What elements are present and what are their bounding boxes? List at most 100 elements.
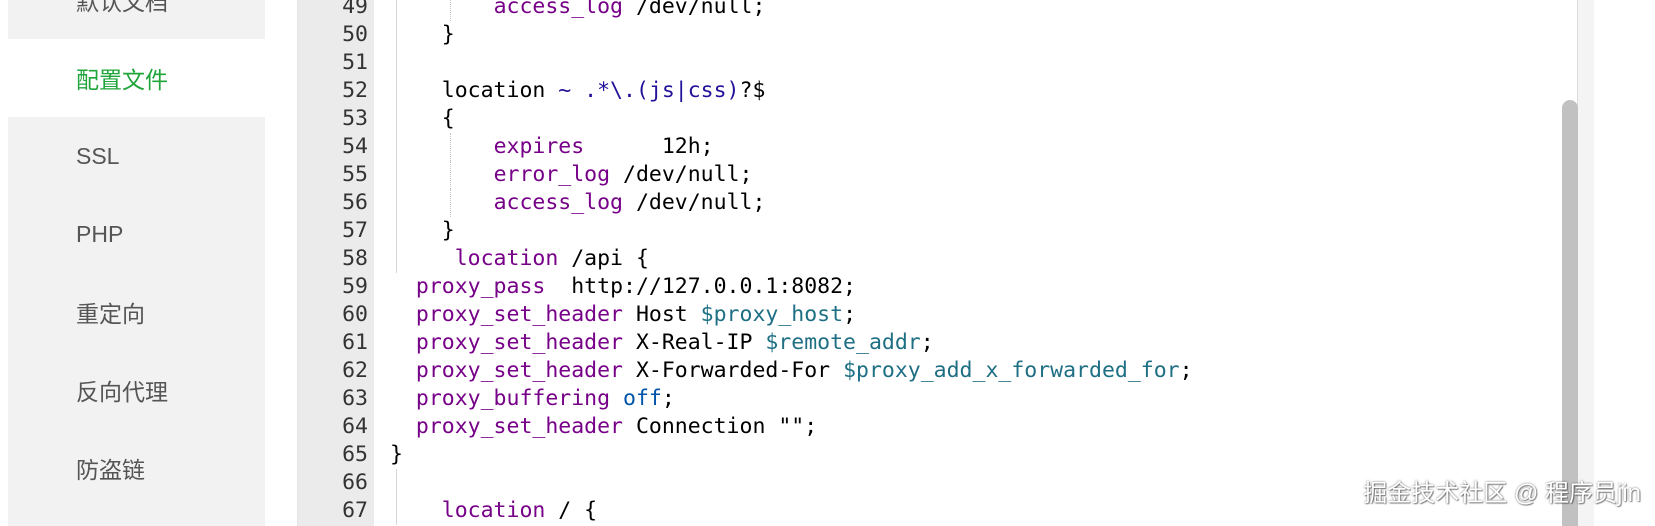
code-text: location /api { (390, 245, 649, 273)
code-line[interactable]: 64 proxy_set_header Connection ""; (298, 413, 1568, 441)
code-text: } (390, 21, 455, 49)
editor-scrollbar-thumb[interactable] (1562, 100, 1578, 526)
sidebar-item-label: 重定向 (76, 301, 145, 327)
indent-guide (396, 133, 397, 161)
code-token: Connection ""; (623, 414, 818, 439)
indent-guide (450, 0, 451, 21)
code-token: 12h; (584, 134, 714, 159)
code-token: $proxy_add_x_forwarded_for (843, 358, 1180, 383)
code-text: error_log /dev/null; (390, 161, 753, 189)
sidebar-item-label: 配置文件 (76, 67, 168, 93)
code-token: } (441, 218, 455, 243)
code-token: / { (545, 498, 598, 523)
indent-guide (396, 21, 397, 49)
line-number: 67 (342, 498, 368, 523)
code-line[interactable]: 50 } (298, 21, 1568, 49)
indent-guide (450, 161, 451, 189)
code-line[interactable]: 59 proxy_pass http://127.0.0.1:8082; (298, 273, 1568, 301)
code-line[interactable]: 56 access_log /dev/null; (298, 189, 1568, 217)
sidebar-item-label: SSL (76, 142, 120, 169)
code-token (610, 386, 623, 411)
code-line[interactable]: 55 error_log /dev/null; (298, 161, 1568, 189)
sidebar-item-redirect[interactable]: 重定向 (8, 273, 265, 351)
line-number: 53 (342, 106, 368, 131)
indent-guide (450, 189, 451, 217)
code-line[interactable]: 52 location ~ .*\.(js|css)?$ (298, 77, 1568, 105)
code-line[interactable]: 53 { (298, 105, 1568, 133)
sidebar-item-hotlink-protection[interactable]: 防盗链 (8, 429, 265, 507)
line-number: 50 (342, 22, 368, 47)
code-token: } (390, 442, 403, 467)
sidebar-item-ssl[interactable]: SSL (8, 117, 265, 195)
config-code-editor[interactable]: 49 access_log /dev/null;50 }51 52 locati… (297, 0, 1576, 526)
indent-guide (396, 217, 397, 245)
line-number: 55 (342, 162, 368, 187)
code-token: location (441, 78, 559, 103)
line-number: 56 (342, 190, 368, 215)
sidebar-item-label: 防盗链 (76, 457, 145, 483)
sidebar-item-php[interactable]: PHP (8, 195, 265, 273)
line-number: 51 (342, 50, 368, 75)
code-text: expires 12h; (390, 133, 714, 161)
code-token: ~ .*\.(js|css) (558, 78, 740, 103)
code-line[interactable]: 58 location /api { (298, 245, 1568, 273)
code-token: $remote_addr (765, 330, 921, 355)
code-token: error_log (493, 162, 611, 187)
line-number-gutter (298, 0, 374, 526)
code-line[interactable]: 65} (298, 441, 1568, 469)
code-line[interactable]: 61 proxy_set_header X-Real-IP $remote_ad… (298, 329, 1568, 357)
code-text: access_log /dev/null; (390, 0, 766, 21)
sidebar-item-reverse-proxy[interactable]: 反向代理 (8, 351, 265, 429)
code-token: ; (661, 386, 675, 411)
indent-guide (450, 133, 451, 161)
line-number: 61 (342, 330, 368, 355)
code-line[interactable]: 60 proxy_set_header Host $proxy_host; (298, 301, 1568, 329)
code-token: proxy_set_header (390, 330, 623, 355)
code-text: } (390, 441, 403, 469)
code-line[interactable]: 49 access_log /dev/null; (298, 0, 1568, 21)
code-token: /dev/null; (623, 190, 766, 215)
code-line[interactable]: 67 location / { (298, 497, 1568, 525)
line-number: 54 (342, 134, 368, 159)
indent-guide (396, 105, 397, 133)
line-number: 64 (342, 414, 368, 439)
code-token: proxy_set_header (390, 358, 623, 383)
editor-scrollbar-track[interactable] (1577, 0, 1594, 526)
code-line[interactable]: 57 } (298, 217, 1568, 245)
code-text (390, 469, 442, 497)
sidebar-item-label: 默认文档 (76, 0, 168, 15)
sidebar-item-config-file[interactable]: 配置文件 (8, 39, 265, 117)
indent-guide (396, 469, 397, 497)
line-number: 59 (342, 274, 368, 299)
code-token: proxy_set_header (390, 302, 623, 327)
line-number: 57 (342, 218, 368, 243)
code-text: } (390, 217, 455, 245)
indent-guide (396, 49, 397, 77)
code-text: proxy_set_header Connection ""; (390, 413, 817, 441)
sidebar-item-label: PHP (76, 220, 124, 247)
code-line[interactable]: 66 (298, 469, 1568, 497)
code-token: http://127.0.0.1:8082; (545, 274, 857, 299)
indent-guide (396, 497, 397, 525)
indent-guide (396, 0, 397, 21)
line-number: 58 (342, 246, 368, 271)
code-text: location ~ .*\.(js|css)?$ (390, 77, 766, 105)
indent-guide (396, 161, 397, 189)
code-token: { (441, 106, 455, 131)
code-line[interactable]: 63 proxy_buffering off; (298, 385, 1568, 413)
code-text (390, 49, 442, 77)
line-number: 49 (342, 0, 368, 19)
code-line[interactable]: 54 expires 12h; (298, 133, 1568, 161)
code-line[interactable]: 62 proxy_set_header X-Forwarded-For $pro… (298, 357, 1568, 385)
code-token: expires (493, 134, 585, 159)
code-token: location (441, 246, 559, 271)
sidebar-item-label: 反向代理 (76, 379, 168, 405)
line-number: 65 (342, 442, 368, 467)
watermark: 掘金技术社区 @ 程序员jin (1363, 480, 1641, 507)
code-text: proxy_buffering off; (390, 385, 675, 413)
indent-guide (396, 77, 397, 105)
code-token: ; (843, 302, 857, 327)
code-line[interactable]: 51 (298, 49, 1568, 77)
sidebar-item-default-document[interactable]: 默认文档 (8, 0, 265, 39)
code-text: { (390, 105, 455, 133)
